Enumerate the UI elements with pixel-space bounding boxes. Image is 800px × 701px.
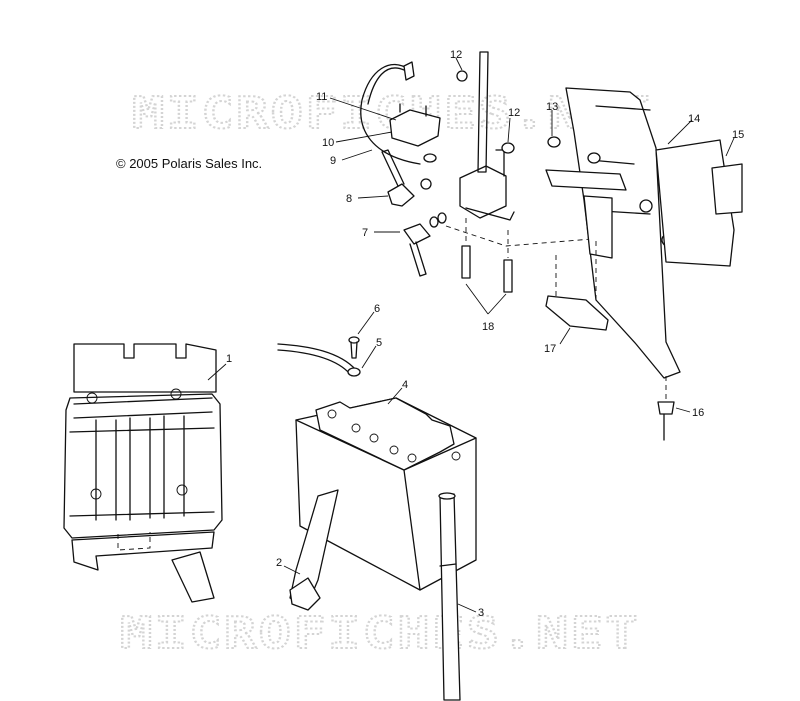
relay-wire (360, 61, 441, 165)
starter-solenoid (456, 51, 515, 221)
callout-17: 17 (544, 343, 556, 355)
copyright-notice: © 2005 Polaris Sales Inc. (116, 156, 263, 171)
watermark-bottom: MICROFICHES.NET (120, 608, 640, 659)
callout-12b: 12 (508, 107, 520, 119)
callout-18: 18 (482, 321, 494, 333)
callout-10: 10 (322, 137, 334, 149)
callout-13: 13 (546, 101, 558, 113)
battery-cable (277, 336, 361, 377)
callout-9: 9 (330, 155, 336, 167)
leader-lines (207, 57, 735, 613)
callout-15: 15 (732, 129, 744, 141)
callout-2: 2 (276, 557, 282, 569)
mounting-bracket (545, 87, 743, 379)
callout-12a: 12 (450, 49, 462, 61)
callout-16: 16 (692, 407, 704, 419)
push-rivet (657, 376, 675, 441)
terminal-boot-8 (381, 149, 415, 207)
callout-11: 11 (316, 91, 327, 103)
callout-5: 5 (376, 337, 382, 349)
nuts-washers (420, 178, 447, 228)
callout-6: 6 (374, 303, 380, 315)
callout-numbers: 1 2 3 4 5 6 7 8 9 10 11 12 12 13 14 15 1… (226, 49, 744, 619)
callout-4: 4 (402, 379, 408, 391)
bolts (445, 218, 605, 293)
terminal-boot-7 (403, 223, 431, 277)
battery (295, 397, 477, 591)
battery-tray (63, 343, 223, 603)
slide-plate (545, 240, 609, 331)
callout-8: 8 (346, 193, 352, 205)
vent-tube (438, 492, 461, 701)
callout-7: 7 (362, 227, 368, 239)
callout-14: 14 (688, 113, 700, 125)
callout-1: 1 (226, 353, 232, 365)
battery-strap (289, 489, 339, 611)
callout-3: 3 (478, 607, 484, 619)
